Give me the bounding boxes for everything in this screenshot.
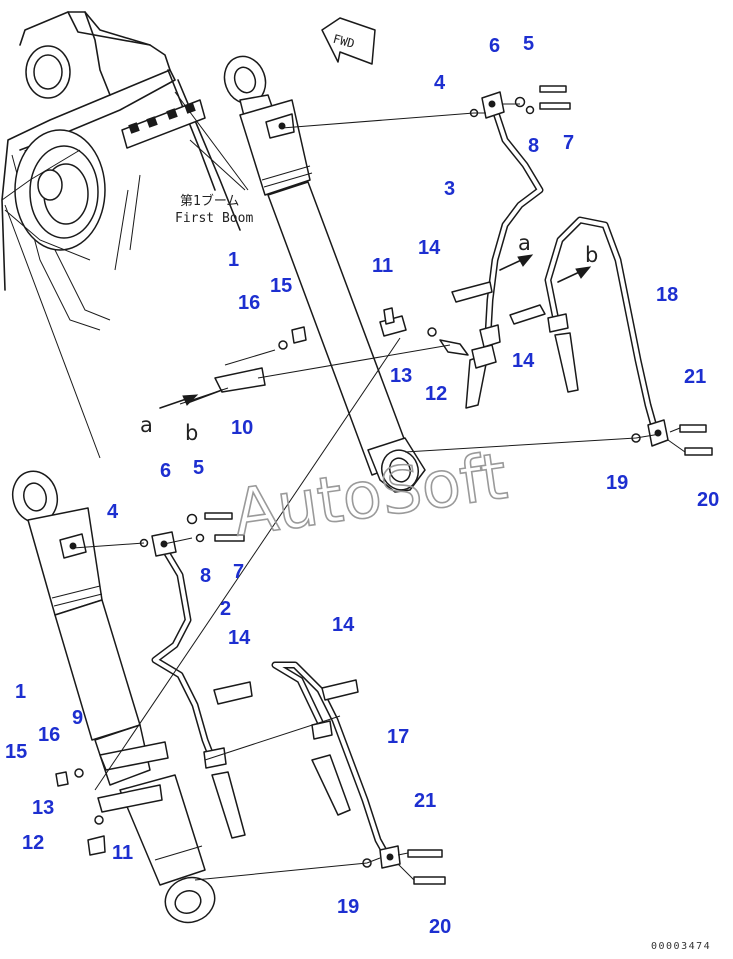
callout-16: 16: [38, 724, 60, 746]
callout-15: 15: [5, 741, 27, 763]
fwd-label: FWD: [332, 32, 357, 51]
callout-21: 21: [414, 790, 436, 812]
upper-hydraulic-cylinder: [223, 55, 426, 493]
callout-6: 6: [160, 460, 171, 482]
view-letter-b-upper: b: [585, 243, 598, 267]
boom-label-japanese: 第1ブーム: [180, 193, 239, 209]
boom-label-english: First Boom: [175, 211, 253, 226]
callout-19: 19: [606, 472, 628, 494]
view-letter-a-lower: a: [140, 413, 153, 437]
callout-20: 20: [697, 489, 719, 511]
callout-19: 19: [337, 896, 359, 918]
callout-16: 16: [238, 292, 260, 314]
callout-3: 3: [444, 178, 455, 200]
callout-1: 1: [228, 249, 239, 271]
view-arrows: [159, 254, 592, 409]
callout-4: 4: [107, 501, 119, 523]
callout-18: 18: [656, 284, 678, 306]
callout-20: 20: [429, 916, 451, 938]
callout-13: 13: [390, 365, 412, 387]
leader-lines: [72, 103, 686, 881]
lower-hose-assemblies: [55, 512, 446, 885]
callout-14: 14: [228, 627, 251, 649]
callout-17: 17: [387, 726, 409, 748]
callout-12: 12: [22, 832, 44, 854]
callout-21: 21: [684, 366, 706, 388]
callout-10: 10: [231, 417, 253, 439]
callout-8: 8: [200, 565, 211, 587]
drawing-code: 00003474: [651, 941, 711, 952]
callout-5: 5: [193, 457, 204, 479]
callout-14: 14: [332, 614, 355, 636]
callout-11: 11: [112, 842, 133, 864]
callout-4: 4: [434, 72, 446, 94]
callout-9: 9: [72, 707, 83, 729]
callout-15: 15: [270, 275, 292, 297]
callout-2: 2: [220, 598, 231, 620]
callout-14: 14: [512, 350, 535, 372]
callout-14: 14: [418, 237, 441, 259]
callout-5: 5: [523, 33, 534, 55]
callout-6: 6: [489, 35, 500, 57]
first-boom: [1, 11, 241, 331]
callout-1: 1: [15, 681, 26, 703]
callout-numbers: 1 1 2 3 4 4 5 5 6 6 7 7 8 8 9 10 11 11 1…: [5, 33, 719, 938]
callout-7: 7: [563, 132, 574, 154]
callout-13: 13: [32, 797, 54, 819]
callout-7: 7: [233, 561, 244, 583]
callout-11: 11: [372, 255, 393, 277]
view-letter-b-lower: b: [185, 421, 198, 445]
callout-8: 8: [528, 135, 539, 157]
forward-arrow-icon: FWD: [321, 17, 376, 65]
callout-12: 12: [425, 383, 447, 405]
boom-id-plate: [121, 99, 206, 149]
view-letter-a-upper: a: [518, 231, 531, 255]
